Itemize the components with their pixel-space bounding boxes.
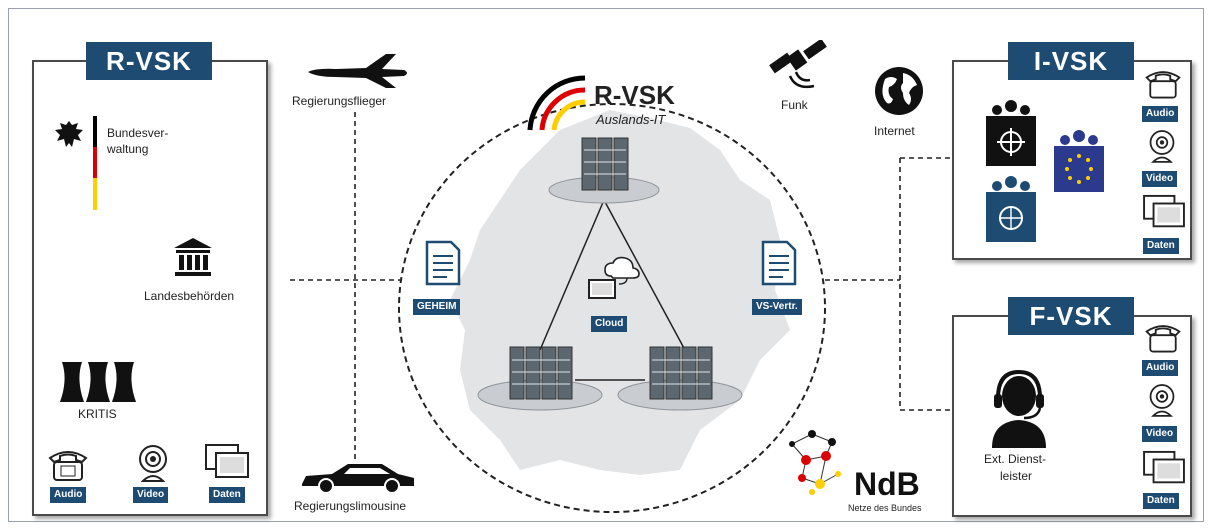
- telephone-icon-fvsk: [1145, 325, 1181, 353]
- i-vsk-title: I-VSK: [1008, 42, 1134, 80]
- video-tag-left: Video: [133, 487, 169, 503]
- daten-tag-left: Daten: [209, 487, 245, 503]
- rvsk-logo-arcs: [527, 75, 586, 131]
- regierungsflieger-label: Regierungsflieger: [292, 94, 387, 108]
- kritis-label: KRITIS: [78, 407, 117, 421]
- bundesverwaltung-label-2: waltung: [107, 142, 149, 156]
- nato-group-icon: [986, 100, 1036, 166]
- diagram-frame: [8, 8, 1204, 522]
- landesbehoerden-label: Landesbehörden: [144, 289, 235, 303]
- internet-label: Internet: [874, 124, 915, 138]
- dashed-circle: [398, 103, 826, 513]
- computer-icon: [205, 444, 249, 478]
- daten-tag-fvsk: Daten: [1143, 493, 1179, 509]
- video-tag-ivsk: Video: [1142, 171, 1178, 187]
- vs-vertr-tag: VS-Vertr.: [752, 299, 802, 315]
- government-building-icon: [174, 238, 212, 276]
- document-icon-vs: [761, 240, 797, 286]
- rvsk-center-title: R-VSK: [594, 80, 675, 110]
- geheim-tag: GEHEIM: [413, 299, 461, 315]
- dienstleister-label-2: leister: [1000, 469, 1033, 483]
- flag-bar: [93, 116, 97, 210]
- telephone-icon-ivsk: [1145, 71, 1181, 99]
- un-group-icon: [986, 176, 1036, 242]
- cooling-tower-icon: [60, 362, 136, 402]
- funk-label: Funk: [781, 98, 808, 112]
- headset-person-icon: [992, 369, 1046, 448]
- cloud-tag: Cloud: [591, 316, 628, 332]
- document-icon-geheim: [425, 240, 461, 286]
- video-tag-fvsk: Video: [1142, 426, 1178, 442]
- eu-group-icon: [1054, 130, 1104, 192]
- webcam-icon: [139, 445, 167, 482]
- ndb-network-logo: [789, 430, 841, 495]
- f-vsk-title: F-VSK: [1008, 297, 1134, 335]
- audio-tag-left: Audio: [50, 487, 87, 503]
- computer-icon-fvsk: [1143, 450, 1185, 484]
- cloud-computer-icon: [588, 256, 640, 299]
- satellite-icon: [769, 40, 827, 89]
- daten-tag-ivsk: Daten: [1143, 238, 1179, 254]
- bundesverwaltung-label-1: Bundesver-: [107, 126, 169, 140]
- ndb-logo-name: NdB: [854, 466, 920, 502]
- webcam-icon-fvsk: [1149, 384, 1175, 417]
- server-rack-top: [581, 137, 629, 191]
- limousine-icon: [302, 464, 414, 494]
- ndb-logo-tagline: Netze des Bundes: [848, 503, 922, 513]
- telephone-icon: [48, 451, 88, 481]
- eagle-icon: [55, 121, 83, 147]
- globe-icon: [875, 67, 923, 115]
- computer-icon-ivsk: [1143, 194, 1185, 228]
- audio-tag-ivsk: Audio: [1142, 106, 1179, 122]
- r-vsk-title: R-VSK: [86, 42, 212, 80]
- airplane-icon: [308, 54, 407, 88]
- audio-tag-fvsk: Audio: [1142, 360, 1179, 376]
- rvsk-center-subtitle: Auslands-IT: [596, 112, 666, 127]
- webcam-icon-ivsk: [1149, 130, 1175, 163]
- dienstleister-label-1: Ext. Dienst-: [984, 452, 1047, 466]
- regierungslimousine-label: Regierungslimousine: [294, 499, 407, 513]
